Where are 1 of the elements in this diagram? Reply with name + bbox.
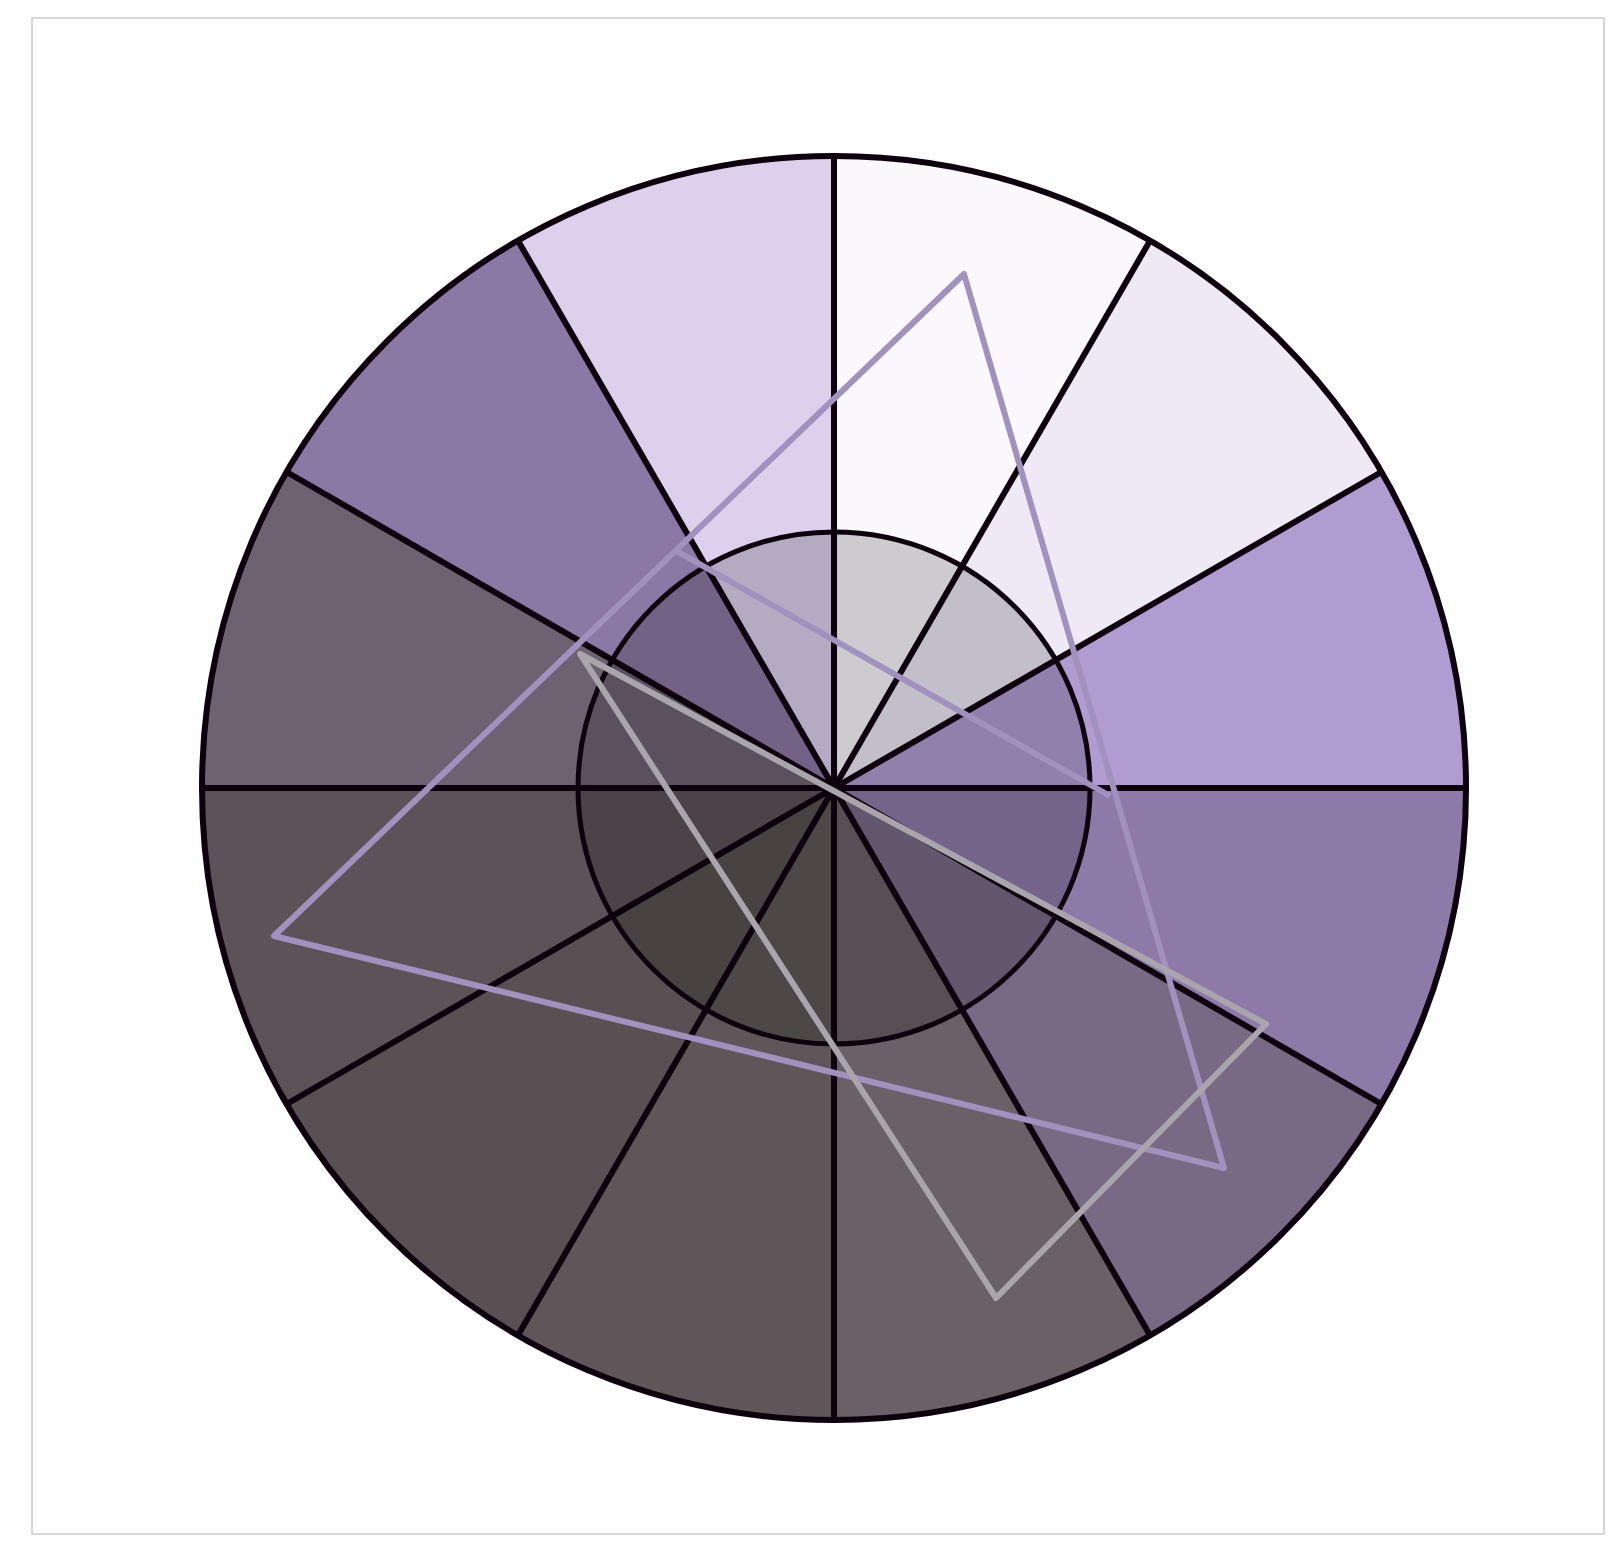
color-wheel-drawing	[199, 153, 1469, 1423]
